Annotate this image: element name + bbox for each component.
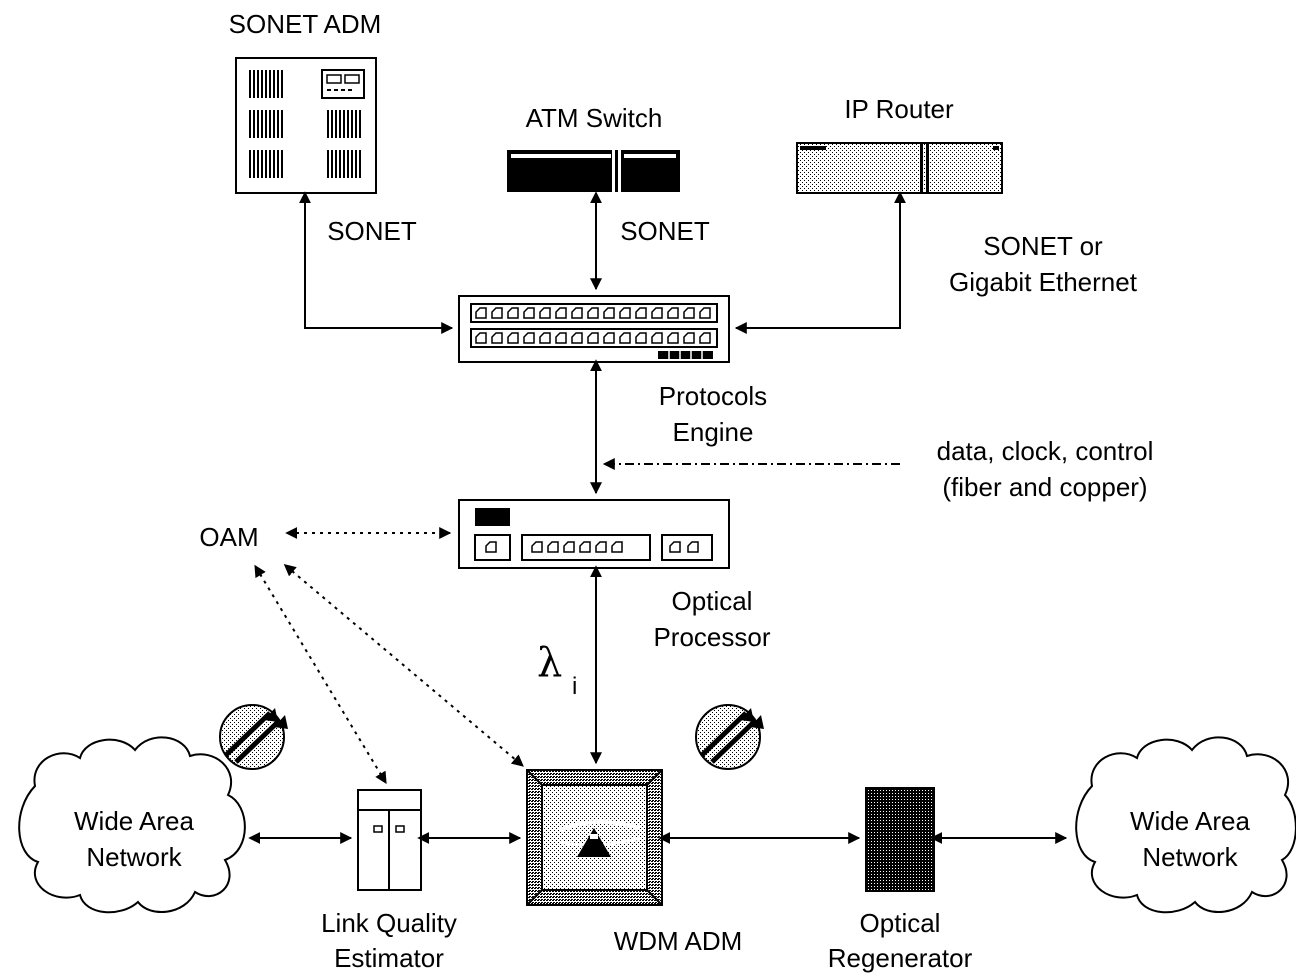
gigabit-ethernet-label: Gigabit Ethernet (949, 267, 1138, 297)
port-glyph (587, 332, 599, 344)
port-glyph (619, 307, 631, 319)
sonet-adm-device (235, 57, 377, 194)
port-glyph (699, 332, 711, 344)
wan-left-cloud (18, 736, 246, 914)
atm-switch-label: ATM Switch (526, 103, 663, 133)
port-glyph (571, 307, 583, 319)
port-glyph (611, 541, 623, 553)
port-glyph (555, 307, 567, 319)
oam-label: OAM (199, 522, 258, 552)
port-glyph (475, 332, 487, 344)
port-glyph (485, 541, 497, 553)
port-glyph (651, 307, 663, 319)
wdm-adm-label: WDM ADM (614, 926, 743, 956)
port-glyph (683, 307, 695, 319)
port-glyph (563, 541, 575, 553)
port-glyph (491, 307, 503, 319)
lambda-symbol: λ (537, 640, 562, 686)
port-glyph (555, 332, 567, 344)
protocols-engine-device (458, 295, 730, 363)
data-clock-control-label: data, clock, control (937, 436, 1154, 466)
port-glyph (699, 307, 711, 319)
port-glyph (539, 307, 551, 319)
sonet-adm-label: SONET ADM (229, 9, 382, 39)
port-glyph (507, 332, 519, 344)
sonet-or-label: SONET or (983, 231, 1103, 261)
port-glyph (539, 332, 551, 344)
fiber-copper-label: (fiber and copper) (942, 472, 1147, 502)
optical-label: Optical (672, 586, 753, 616)
sonet-left-label: SONET (327, 216, 417, 246)
ip-router-device (796, 142, 1003, 194)
port-glyph (603, 307, 615, 319)
fiber-icon-left (219, 704, 288, 770)
optical-regenerator-device (865, 787, 935, 892)
port-glyph (651, 332, 663, 344)
port-glyph (687, 541, 699, 553)
sonet-middle-label: SONET (620, 216, 710, 246)
regenerator-label: Regenerator (828, 943, 973, 973)
control-lines (254, 458, 900, 785)
link-quality-label: Link Quality (321, 908, 457, 938)
port-glyph (667, 307, 679, 319)
fiber-icon-right (695, 704, 764, 770)
port-glyph (635, 307, 647, 319)
port-glyph (579, 541, 591, 553)
protocols-label: Protocols (659, 381, 767, 411)
port-glyph (619, 332, 631, 344)
port-glyph (475, 307, 487, 319)
wdm-adm-device (526, 769, 663, 906)
port-glyph (683, 332, 695, 344)
atm-switch-device (507, 150, 680, 192)
port-glyph (523, 332, 535, 344)
port-glyph (491, 332, 503, 344)
connection-lines (248, 191, 1068, 844)
ip-router-label: IP Router (844, 94, 954, 124)
optical-regenerator-label-1: Optical (860, 908, 941, 938)
lambda-subscript: i (572, 673, 577, 700)
port-glyph (531, 541, 543, 553)
port-glyph (587, 307, 599, 319)
port-glyph (507, 307, 519, 319)
port-glyph (523, 307, 535, 319)
port-glyph (669, 541, 681, 553)
optical-processor-device (458, 499, 730, 569)
wan-right-label-2: Network (1142, 842, 1238, 872)
port-glyph (635, 332, 647, 344)
wan-left-label-1: Wide Area (74, 806, 194, 836)
wan-left-label-2: Network (86, 842, 182, 872)
port-glyph (595, 541, 607, 553)
estimator-label: Estimator (334, 943, 444, 973)
port-glyph (667, 332, 679, 344)
processor-label: Processor (653, 622, 770, 652)
link-quality-estimator-device (357, 789, 422, 891)
engine-label: Engine (673, 417, 754, 447)
port-glyph (547, 541, 559, 553)
port-glyph (603, 332, 615, 344)
wan-right-label-1: Wide Area (1130, 806, 1250, 836)
port-glyph (571, 332, 583, 344)
wan-right-cloud (1075, 736, 1296, 914)
